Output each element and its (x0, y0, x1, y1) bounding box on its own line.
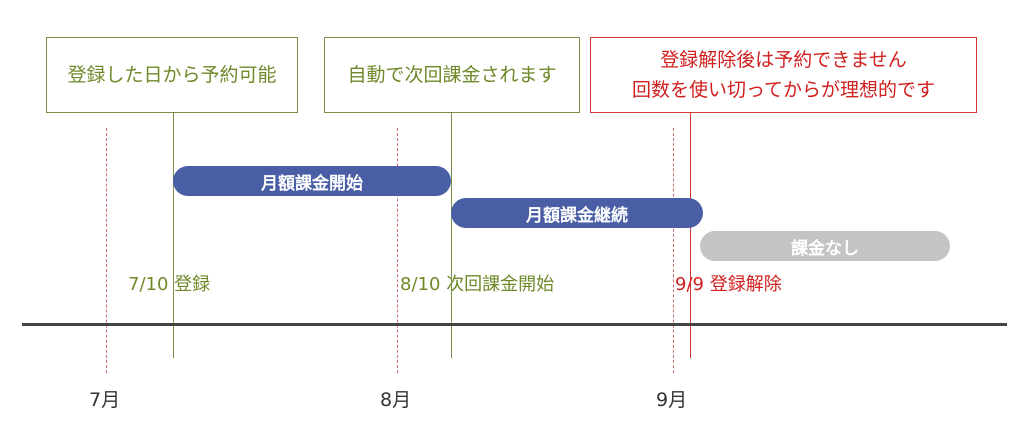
month-label-september: 9月 (656, 389, 688, 411)
month-guide-august (397, 128, 398, 373)
registration-event-label: 7/10 登録 (128, 274, 211, 295)
timeline-axis (22, 323, 1007, 326)
no-billing-bar: 課金なし (700, 231, 950, 261)
month-guide-july (106, 128, 107, 373)
billing-start-bar: 月額課金開始 (173, 166, 451, 196)
month-guide-september (673, 128, 674, 373)
registration-connector-line (173, 113, 174, 358)
auto-billing-callout-text: 自動で次回課金されます (347, 64, 557, 86)
billing-continue-label: 月額課金継続 (526, 205, 628, 226)
cancel-warning-line1: 登録解除後は予約できません (660, 49, 907, 71)
cancellation-event-label: 9/9 登録解除 (675, 274, 782, 295)
no-billing-label: 課金なし (791, 238, 859, 259)
month-label-august: 8月 (380, 389, 412, 411)
billing-continue-bar: 月額課金継続 (451, 198, 703, 228)
cancel-warning-callout-box: 登録解除後は予約できません 回数を使い切ってからが理想的です (590, 37, 977, 113)
next-billing-event-label: 8/10 次回課金開始 (400, 274, 555, 295)
auto-billing-callout-box: 自動で次回課金されます (324, 37, 580, 113)
register-callout-text: 登録した日から予約可能 (67, 64, 277, 86)
register-callout-box: 登録した日から予約可能 (46, 37, 298, 113)
cancellation-connector-line (690, 113, 691, 358)
cancel-warning-line2: 回数を使い切ってからが理想的です (631, 79, 936, 101)
next-billing-connector-line (451, 113, 452, 358)
month-label-july: 7月 (89, 389, 121, 411)
billing-start-label: 月額課金開始 (261, 173, 363, 194)
